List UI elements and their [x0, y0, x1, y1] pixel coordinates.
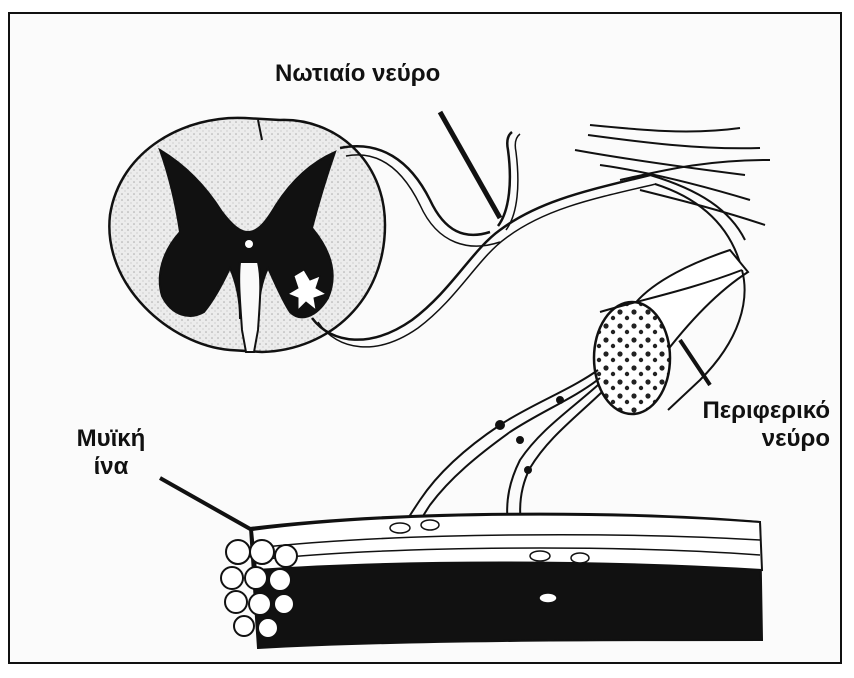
nerve-fiber-ends: [575, 125, 770, 270]
peripheral-nerve-pointer: [680, 340, 710, 385]
peripheral-nerve-label-line2: νεύρο: [640, 425, 830, 453]
motor-end-plate: [530, 551, 550, 561]
motor-end-plate: [539, 593, 557, 603]
muscle-fiber-pointer: [160, 478, 252, 530]
spinal-cord-cross-section: [109, 118, 385, 352]
muscle-fiber-label-line2: ίνα: [66, 453, 156, 481]
muscle-fiber-label: Μυϊκή ίνα: [66, 425, 156, 481]
motor-end-plate: [390, 523, 410, 533]
motor-end-plate: [571, 553, 589, 563]
peripheral-nerve-label-line1: Περιφερικό: [640, 397, 830, 425]
muscle-fiber-label-line1: Μυϊκή: [66, 425, 156, 453]
spinal-nerve-label: Νωτιαίο νεύρο: [275, 60, 440, 88]
spinal-nerve-pointer: [440, 112, 500, 218]
peripheral-nerve: [594, 250, 748, 414]
muscle-fiber-bundle: [221, 514, 762, 648]
motor-end-plate: [421, 520, 439, 530]
central-canal: [245, 240, 253, 248]
peripheral-nerve-label: Περιφερικό νεύρο: [640, 397, 830, 453]
